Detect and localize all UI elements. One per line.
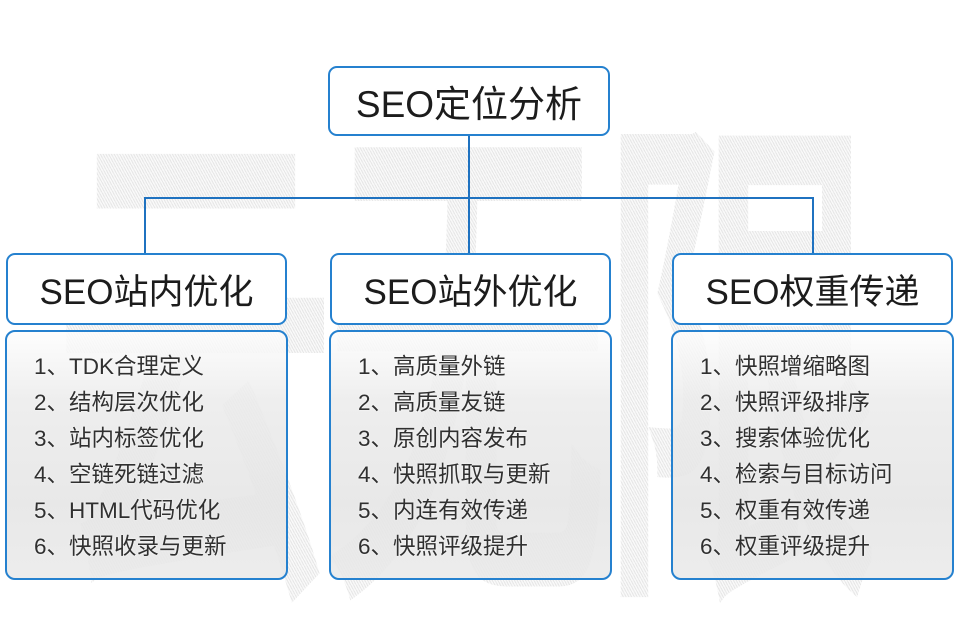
list-item: 1、高质量外链 — [358, 354, 506, 379]
list-item: 5、内连有效传递 — [358, 498, 529, 523]
list-item: 6、快照收录与更新 — [34, 534, 227, 559]
list-item: 3、搜索体验优化 — [700, 426, 871, 451]
root-node-seo-positioning: SEO定位分析 — [328, 66, 610, 136]
branch-list-weight-transfer: 1、快照增缩略图 2、快照评级排序 3、搜索体验优化 4、检索与目标访问 5、权… — [671, 330, 954, 580]
list-item: 4、快照抓取与更新 — [358, 462, 551, 487]
list-item: 2、高质量友链 — [358, 390, 506, 415]
list-item: 2、快照评级排序 — [700, 390, 871, 415]
connector-drop-left — [144, 197, 146, 254]
list-item: 3、原创内容发布 — [358, 426, 529, 451]
branch-header-weight-transfer: SEO权重传递 — [672, 253, 953, 325]
branch-list-onsite: 1、TDK合理定义 2、结构层次优化 3、站内标签优化 4、空链死链过滤 5、H… — [5, 330, 288, 580]
list-item: 2、结构层次优化 — [34, 390, 205, 415]
list-item: 5、HTML代码优化 — [34, 498, 221, 523]
branch-header-onsite: SEO站内优化 — [6, 253, 287, 325]
list-item: 4、空链死链过滤 — [34, 462, 205, 487]
list-item: 1、快照增缩略图 — [700, 354, 871, 379]
root-node-title: SEO定位分析 — [355, 84, 583, 125]
branch-header-offsite: SEO站外优化 — [330, 253, 611, 325]
branch-list-offsite: 1、高质量外链 2、高质量友链 3、原创内容发布 4、快照抓取与更新 5、内连有… — [329, 330, 612, 580]
list-item: 5、权重有效传递 — [700, 498, 871, 523]
connector-drop-right — [812, 197, 814, 254]
list-item: 6、权重评级提升 — [700, 534, 871, 559]
connector-drop-middle — [468, 197, 470, 254]
list-item: 6、快照评级提升 — [358, 534, 529, 559]
list-item: 3、站内标签优化 — [34, 426, 205, 451]
connector-root-stem — [468, 136, 470, 198]
list-item: 4、检索与目标访问 — [700, 462, 893, 487]
branch-header-title: SEO权重传递 — [705, 272, 920, 312]
branch-header-title: SEO站内优化 — [39, 272, 254, 312]
branch-header-title: SEO站外优化 — [363, 272, 578, 312]
list-item: 1、TDK合理定义 — [34, 354, 205, 379]
connector-horizontal-bar — [144, 197, 814, 199]
